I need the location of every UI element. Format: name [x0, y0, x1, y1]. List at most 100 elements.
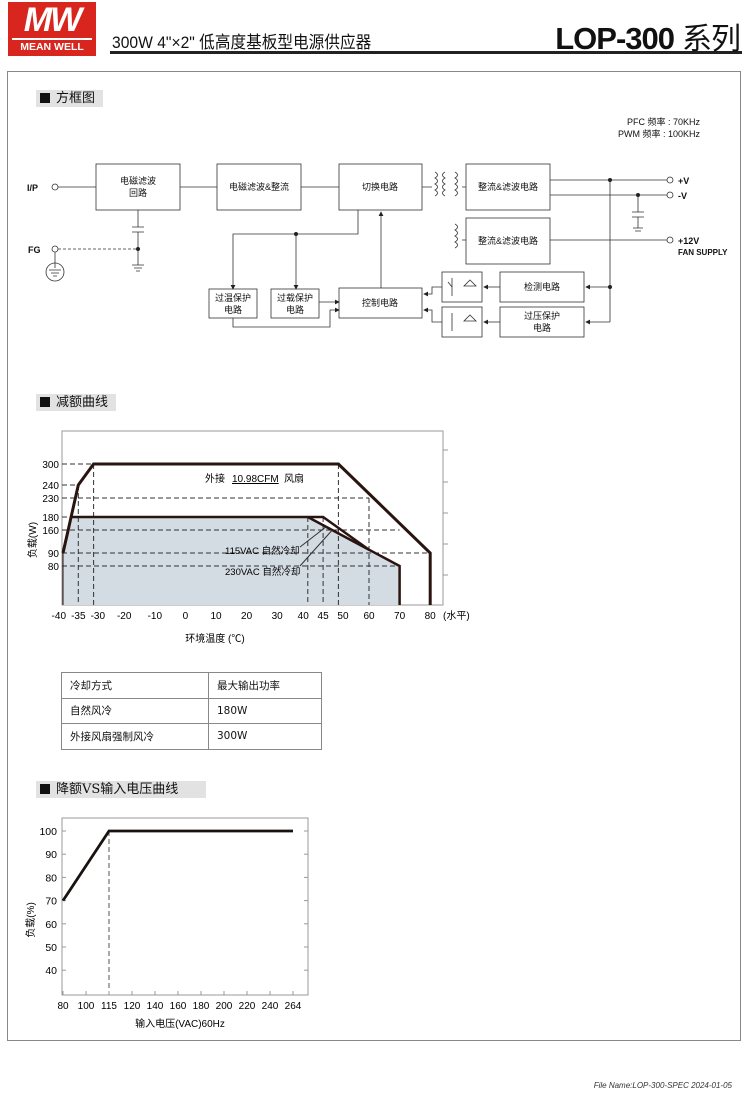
y-tick-label: 60 [45, 919, 57, 931]
x-tick-label: 180 [193, 1001, 210, 1012]
rectifier-label-2: 整流&滤波电路 [478, 235, 538, 246]
derating-chart: -40 -35 -30 -20 -10 0 10 20 30 40 45 50 60 70 80 (水平) 30… [26, 430, 470, 645]
x-axis-label: 环境温度 (℃) [185, 632, 244, 645]
v12-label: +12V [678, 236, 699, 246]
fan-label-suffix: 风扇 [284, 472, 304, 485]
y-tick-label: 180 [42, 513, 59, 524]
x-tick-label: 80 [57, 1001, 69, 1012]
series-suffix: 系列 [682, 22, 741, 57]
section-header-block-diagram: 方框图 [36, 90, 104, 107]
x-tick-label: -20 [117, 611, 132, 622]
detect-label: 检测电路 [524, 281, 560, 292]
plot-frame [61, 817, 309, 996]
x-tick-label: 30 [272, 611, 284, 622]
emi-filter-label-2: 回路 [129, 187, 147, 198]
olp-label-2: 电路 [286, 304, 304, 315]
x-tick-label: 240 [262, 1001, 279, 1012]
content-frame [7, 71, 741, 1041]
series-line-1 [72, 515, 401, 605]
x-tick-label: 140 [147, 1001, 164, 1012]
input-label: I/P [27, 183, 38, 193]
section-header-derating: 减额曲线 [36, 394, 117, 411]
header-rule [110, 51, 742, 54]
x-tick-label: -40 [52, 611, 67, 622]
x-tick-label: 80 [425, 611, 437, 622]
otp-label: 过温保护 [215, 292, 251, 303]
x-tick-label: 60 [363, 611, 375, 622]
vminus-label: -V [678, 191, 687, 201]
pwm-frequency: PWM 频率 : 100KHz [618, 128, 701, 139]
ovp-label-2: 电路 [533, 322, 551, 333]
series-line-0 [61, 462, 432, 605]
switching-label: 切换电路 [362, 181, 398, 192]
control-label: 控制电路 [362, 297, 398, 308]
vplus-label: +V [678, 176, 689, 186]
square-bullet-icon [40, 784, 50, 794]
x-tick-label: -35 [71, 611, 86, 622]
rectifier-filter-block-2 [465, 217, 551, 265]
section-title: 降额VS输入电压曲线 [56, 782, 179, 797]
fan-label-cfm: 10.98CFM [232, 474, 279, 485]
natural-cooling-area [63, 517, 400, 605]
y-tick-label: 160 [42, 526, 59, 537]
pfc-frequency: PFC 频率 : 70KHz [627, 116, 701, 127]
optocoupler-2 [441, 306, 483, 338]
y-tick-label: 70 [45, 896, 57, 908]
series-line-2 [307, 515, 370, 551]
annotation-pointer [299, 526, 327, 548]
x-tick-label: 45 [318, 611, 330, 622]
table-header-row: 冷却方式最大输出功率 [61, 672, 322, 699]
y-axis-label: 负载(W) [26, 522, 39, 558]
x-tick-label: 40 [298, 611, 310, 622]
series-model: LOP-300 [555, 21, 675, 56]
x-tick-label: 10 [210, 611, 222, 622]
ovp-label: 过压保护 [524, 310, 560, 321]
y-tick-label: 80 [48, 562, 60, 573]
mean-well-logo: MW MEAN WELL [8, 2, 96, 56]
annotation-230vac: 230VAC 自然冷却 [225, 566, 300, 578]
y-tick-label: 40 [45, 965, 57, 977]
table-cell: 300W [208, 723, 322, 750]
y-axis-label: 负载(%) [24, 902, 37, 938]
table-cell: 180W [208, 697, 322, 724]
otp-label-2: 电路 [224, 304, 242, 315]
emi-rectifier-label: 电磁滤波&整流 [229, 181, 289, 192]
x-axis-label: 输入电压(VAC)60Hz [135, 1017, 225, 1030]
section-title: 方框图 [56, 91, 96, 106]
x-tick-label: 0 [183, 611, 189, 622]
olp-label: 过载保护 [277, 292, 313, 303]
footer-filename: File Name:LOP-300-SPEC 2024-01-05 [593, 1081, 732, 1090]
y-tick-label: 240 [42, 481, 59, 492]
x-tick-label: 220 [239, 1001, 256, 1012]
y-tick-label: 230 [42, 494, 59, 505]
x-axis-suffix: (水平) [443, 610, 470, 622]
annotation-pointer [299, 529, 333, 567]
y-tick-label: 80 [45, 872, 57, 884]
y-tick-label: 50 [45, 942, 57, 954]
y-tick-label: 90 [48, 549, 60, 560]
y-tick-label: 90 [45, 849, 57, 861]
emi-filter-block [95, 163, 181, 211]
x-tick-label: 120 [124, 1001, 141, 1012]
x-tick-label: 20 [241, 611, 253, 622]
x-tick-label: -30 [91, 611, 106, 622]
table-cell: 自然风冷 [61, 697, 209, 724]
optocoupler-1 [441, 271, 483, 303]
annotation-115vac: 115VAC 自然冷却 [225, 545, 300, 557]
x-tick-label: 200 [216, 1001, 233, 1012]
x-tick-label: 50 [337, 611, 349, 622]
x-tick-label: 70 [394, 611, 406, 622]
table-header: 最大输出功率 [208, 672, 322, 699]
square-bullet-icon [40, 397, 50, 407]
y-tick-label: 300 [42, 460, 59, 471]
block-diagram: PFC 频率 : 70KHz PWM 频率 : 100KHz I/P FG 电磁… [27, 116, 728, 338]
table-cell: 外接风扇强制风冷 [61, 723, 209, 750]
emi-filter-label: 电磁滤波 [120, 175, 156, 186]
x-tick-label: 100 [78, 1001, 95, 1012]
x-tick-label: -10 [148, 611, 163, 622]
